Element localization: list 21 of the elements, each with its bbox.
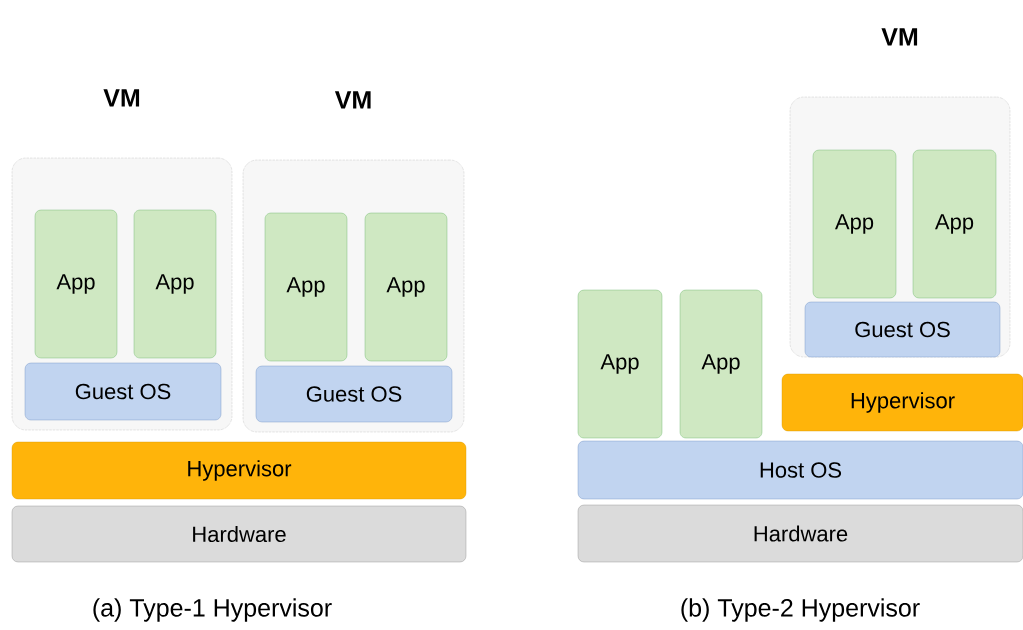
os-box: Guest OS — [24, 362, 222, 421]
hardware-box: Hardware — [11, 505, 467, 563]
app-box: App — [912, 149, 997, 299]
app-box: App — [133, 209, 217, 359]
app-box: App — [812, 149, 897, 299]
hypervisor-box: Hypervisor — [781, 373, 1023, 432]
caption: (a) Type-1 Hypervisor — [93, 598, 332, 622]
app-box: App — [34, 209, 118, 359]
app-box: App — [577, 289, 663, 439]
app-box: App — [264, 212, 348, 362]
caption: (b) Type-2 Hypervisor — [681, 598, 920, 622]
heading: VM — [103, 89, 140, 107]
app-box: App — [364, 212, 448, 362]
heading: VM — [881, 28, 918, 46]
os-box: Host OS — [577, 440, 1023, 500]
os-box: Guest OS — [255, 365, 453, 423]
heading: VM — [334, 91, 371, 109]
hypervisor-box: Hypervisor — [11, 441, 467, 500]
hardware-box: Hardware — [577, 504, 1023, 563]
app-box: App — [679, 289, 763, 439]
os-box: Guest OS — [804, 301, 1001, 358]
